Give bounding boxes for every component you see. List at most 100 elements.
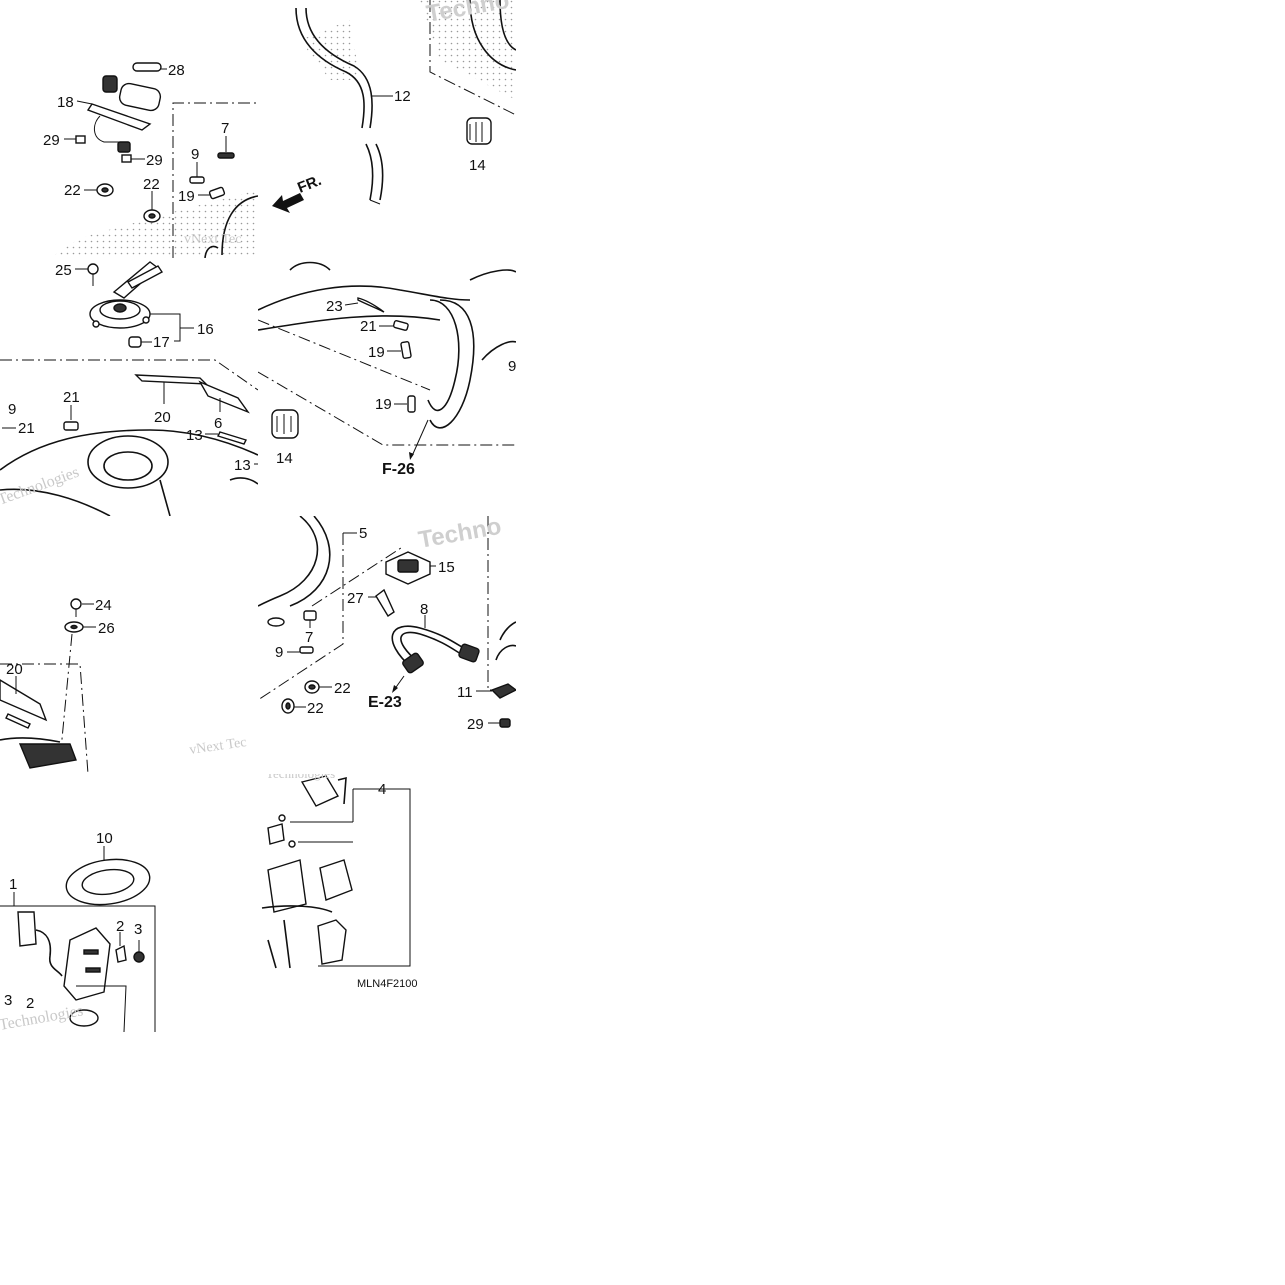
callout-12: 12 [394, 88, 411, 105]
fuel-hose-8 [391, 625, 480, 674]
diagram-code: MLN4F2100 [357, 978, 418, 990]
bolt-24 [70, 598, 82, 610]
watermark: vNext Tec [188, 735, 247, 758]
callout-22a: 22 [64, 182, 81, 199]
cushion-21 [63, 421, 79, 431]
collar-7 [303, 610, 317, 621]
tile-pump-module: 4 MLN4F2100 Technologies [261, 766, 418, 990]
filter-cup [317, 919, 347, 965]
cushion-9 [189, 176, 205, 184]
reference-e23: E-23 [368, 694, 402, 711]
damper-14 [271, 409, 299, 439]
callout-11: 11 [457, 684, 473, 701]
callout-9a: 9 [191, 146, 199, 163]
callout-16: 16 [197, 321, 214, 338]
part-11 [490, 683, 516, 699]
filter-15 [385, 551, 431, 585]
callout-21c: 21 [18, 420, 35, 437]
tile-pump-unit: 10 1 2 3 3 2 Technologies [0, 830, 156, 1034]
rubber-23 [357, 297, 385, 313]
tile-fuel-hose: 5 15 27 8 E-23 7 9 [258, 516, 516, 733]
callout-1: 1 [9, 876, 17, 893]
callout-24: 24 [95, 597, 112, 614]
callout-7a: 7 [221, 120, 229, 137]
clamp-27 [375, 588, 395, 617]
callout-14a: 14 [469, 157, 486, 174]
watermark: vNext Tec [184, 232, 241, 247]
callout-9b: 9 [8, 401, 16, 418]
callout-13a: 13 [186, 427, 203, 444]
callout-28: 28 [168, 62, 185, 79]
callout-27: 27 [347, 590, 364, 607]
clip-29 [75, 135, 86, 144]
callout-9c: 9 [508, 358, 516, 375]
callout-3a: 3 [134, 921, 142, 938]
callout-3b: 3 [4, 992, 12, 1009]
callout-2a: 2 [116, 918, 124, 935]
clip-2 [115, 944, 127, 963]
callout-22d: 22 [307, 700, 324, 717]
callout-29b: 29 [146, 152, 163, 169]
breather-hose-12 [295, 7, 384, 205]
callout-18: 18 [57, 94, 74, 111]
collar-17 [128, 336, 142, 348]
tile-tank-rear: 23 21 19 19 9 F-26 14 [258, 261, 516, 478]
callout-26: 26 [98, 620, 115, 637]
pump-body [63, 927, 111, 1001]
tile-strip-mount: 24 26 20 vNext Tec [0, 597, 247, 774]
pump-relay [319, 859, 353, 901]
callout-22c: 22 [334, 680, 351, 697]
callout-7b: 7 [305, 629, 313, 646]
clip-7 [217, 152, 235, 159]
bolt-25 [87, 263, 99, 275]
callout-19b: 19 [368, 344, 385, 361]
rubber-19 [208, 186, 226, 200]
callout-29c: 29 [467, 716, 484, 733]
rubber-19 [400, 341, 412, 359]
tile-fuel-pump-upper: 28 18 29 29 22 22 7 9 [43, 62, 258, 258]
cushion-21 [392, 320, 409, 331]
o-ring-28 [132, 62, 162, 72]
front-direction-label: FR. [295, 172, 324, 197]
gasket-10 [65, 858, 151, 906]
fuel-pump-assembly-18 [86, 75, 162, 153]
rubber-13 [217, 431, 247, 445]
callout-19c: 19 [375, 396, 392, 413]
callout-2b: 2 [26, 995, 34, 1012]
fuel-cap-16 [89, 261, 164, 329]
clip-29 [499, 718, 511, 728]
callout-22b: 22 [143, 176, 160, 193]
callout-20b: 20 [6, 661, 23, 678]
watermark: Technologies [0, 1002, 84, 1034]
callout-14b: 14 [276, 450, 293, 467]
rubber-strip-20 [134, 374, 208, 385]
callout-29a: 29 [43, 132, 60, 149]
callout-13b: 13 [234, 457, 251, 474]
callout-17: 17 [153, 334, 170, 351]
clip-29 [121, 154, 132, 163]
callout-9d: 9 [275, 644, 283, 661]
callout-6: 6 [214, 415, 222, 432]
callout-5: 5 [359, 525, 367, 542]
tile-fuel-cap: 25 16 17 20 6 13 [0, 261, 258, 516]
pump-motor [300, 775, 340, 807]
pump-flange [267, 859, 307, 913]
watermark: Technologies [266, 766, 335, 781]
callout-8: 8 [420, 601, 428, 618]
callout-19a: 19 [178, 188, 195, 205]
callout-21a: 21 [360, 318, 377, 335]
damper-14 [466, 117, 492, 145]
cushion-9 [299, 646, 314, 654]
callout-20a: 20 [154, 409, 171, 426]
callout-23: 23 [326, 298, 343, 315]
rubber-6 [198, 380, 250, 414]
watermark: Technologies [0, 464, 81, 509]
callout-25: 25 [55, 262, 72, 279]
front-direction-arrow-icon [272, 193, 304, 213]
tile-breather-tube: 12 14 FR. Techno [272, 0, 516, 213]
rubber-19 [407, 395, 416, 413]
callout-15: 15 [438, 559, 455, 576]
reference-f26: F-26 [382, 461, 415, 478]
screw-3 [133, 951, 145, 963]
